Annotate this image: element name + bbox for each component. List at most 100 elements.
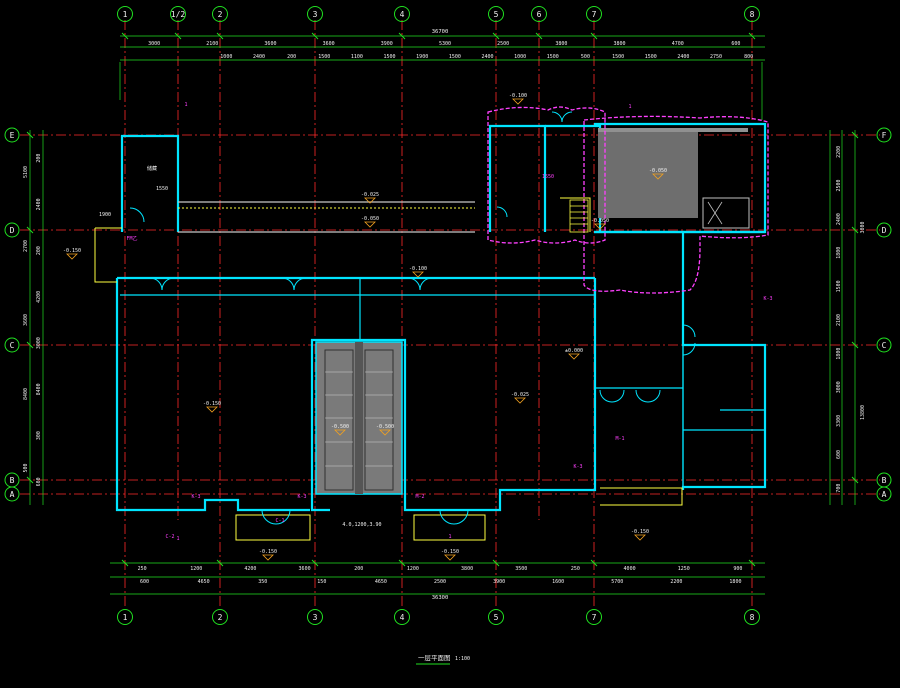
dim-top-row2: 2400 <box>677 54 689 60</box>
room-label: 1 <box>628 104 631 110</box>
room-label: C-1 <box>275 518 284 524</box>
elevation-marker <box>206 406 218 413</box>
dim-bottom-row1: 1200 <box>190 566 202 572</box>
axis-bubble-top-circle <box>586 6 602 22</box>
dim-top-row2: 2400 <box>253 54 265 60</box>
dim-left-outer: 500 <box>23 463 29 472</box>
elevation-label: -0.050 <box>591 218 609 224</box>
axis-bubble-right: F <box>882 131 887 140</box>
axis-lines <box>20 20 880 610</box>
axis-bubble-left-circle <box>4 337 20 353</box>
dim-bottom-row1: 3600 <box>299 566 311 572</box>
axis-bubble-left: E <box>10 131 15 140</box>
axis-bubble-bottom: 5 <box>494 613 499 622</box>
room-labels: -0.150-0.025-0.050-0.100-0.150±0.000-0.5… <box>63 93 773 561</box>
axis-bubble-bottom-circle <box>586 609 602 625</box>
dim-top-row2: 2400 <box>481 54 493 60</box>
dim-bottom-row2: 2500 <box>434 579 446 585</box>
dim-top-row2: 1500 <box>547 54 559 60</box>
dim-bottom-row2: 1600 <box>552 579 564 585</box>
elevation-marker <box>412 271 424 278</box>
dim-left-inner: 2400 <box>36 198 42 210</box>
axis-bubble-left-circle <box>4 486 20 502</box>
dim-left-inner: 300 <box>36 431 42 440</box>
elevation-marker <box>444 554 456 561</box>
yellow-lines <box>94 197 683 541</box>
axis-bubble-top: 5 <box>494 10 499 19</box>
axis-bubble-bottom: 2 <box>218 613 223 622</box>
dim-bottom-row2: 4650 <box>198 579 210 585</box>
dim-bottom-row1: 3800 <box>461 566 473 572</box>
dim-right-inner: 1800 <box>836 348 842 360</box>
elevation-marker <box>634 534 646 541</box>
hatched-room <box>598 128 750 229</box>
dim-bottom-row1: 3500 <box>515 566 527 572</box>
axis-bubble-left: A <box>10 490 15 499</box>
elevation-label: ±0.000 <box>565 348 583 354</box>
dim-top-row1: 600 <box>731 41 740 47</box>
elevation-marker <box>262 554 274 561</box>
room-label: K-3 <box>191 494 200 500</box>
dim-left-inner: 200 <box>36 246 42 255</box>
dim-top-row2: 500 <box>581 54 590 60</box>
axis-bubble-right-circle <box>876 127 892 143</box>
dim-bottom-row1: 4200 <box>244 566 256 572</box>
room-label: K-3 <box>297 494 306 500</box>
axis-bubble-left-circle <box>4 127 20 143</box>
axis-bubble-right: B <box>882 476 887 485</box>
elevation-marker <box>379 429 391 436</box>
dim-right-inner: 2100 <box>836 314 842 326</box>
stair <box>569 199 589 233</box>
dim-top-row2: 1100 <box>351 54 363 60</box>
axis-bubble-right: D <box>882 226 887 235</box>
room-label: C-2 <box>165 534 174 540</box>
elevation-marker <box>364 221 376 228</box>
dim-left-outer: 5100 <box>23 166 29 178</box>
axis-bubble-bottom-circle <box>212 609 228 625</box>
elevation-label: -0.150 <box>203 401 221 407</box>
room-label: 1550 <box>156 186 168 192</box>
dim-top-row1: 3600 <box>264 41 276 47</box>
axis-bubble-left-circle <box>4 222 20 238</box>
elevation-label: -0.150 <box>63 248 81 254</box>
dim-bottom-row2: 2200 <box>670 579 682 585</box>
dim-right-outer: 3800 <box>860 221 866 233</box>
room-label: M-1 <box>615 436 624 442</box>
axis-bubble-bottom: 1 <box>123 613 128 622</box>
room-label: 1 <box>184 102 187 108</box>
toilet-block <box>315 341 403 495</box>
room-label: M-2 <box>415 494 424 500</box>
elevation-marker <box>334 429 346 436</box>
axis-bubble-top: 1/2 <box>171 10 186 19</box>
elevation-label: -0.150 <box>259 549 277 555</box>
dim-top-row2: 1500 <box>449 54 461 60</box>
elevation-marker <box>66 253 78 260</box>
room-label: 储藏 <box>147 165 157 172</box>
elevation-marker <box>568 353 580 360</box>
axis-bubble-bottom: 8 <box>750 613 755 622</box>
axis-bubble-right: C <box>882 341 887 350</box>
axis-bubble-bottom: 4 <box>400 613 405 622</box>
dim-top-row2: 1000 <box>514 54 526 60</box>
room-label: FM乙 <box>126 235 137 242</box>
axis-bubble-top: 2 <box>218 10 223 19</box>
dim-top-row1: 3800 <box>555 41 567 47</box>
dim-top-row2: 2750 <box>710 54 722 60</box>
room-label: 1 <box>448 534 451 540</box>
dim-bottom-row2: 350 <box>258 579 267 585</box>
axis-bubble-top: 3 <box>313 10 318 19</box>
bottom-note: 4.0,1200,3.90 <box>342 522 381 528</box>
axis-bubble-right-circle <box>876 486 892 502</box>
axis-bubble-right: A <box>882 490 887 499</box>
dim-right-inner: 2400 <box>836 213 842 225</box>
dim-bottom-row1: 1250 <box>678 566 690 572</box>
axis-bubble-top-circle <box>531 6 547 22</box>
axis-bubble-top-circle <box>488 6 504 22</box>
elevation-label: -0.050 <box>649 168 667 174</box>
dim-right-inner: 700 <box>836 484 842 493</box>
dimension-lines <box>26 32 859 595</box>
dim-top-row1: 2500 <box>497 41 509 47</box>
drawing-scale: 1:100 <box>455 656 470 662</box>
